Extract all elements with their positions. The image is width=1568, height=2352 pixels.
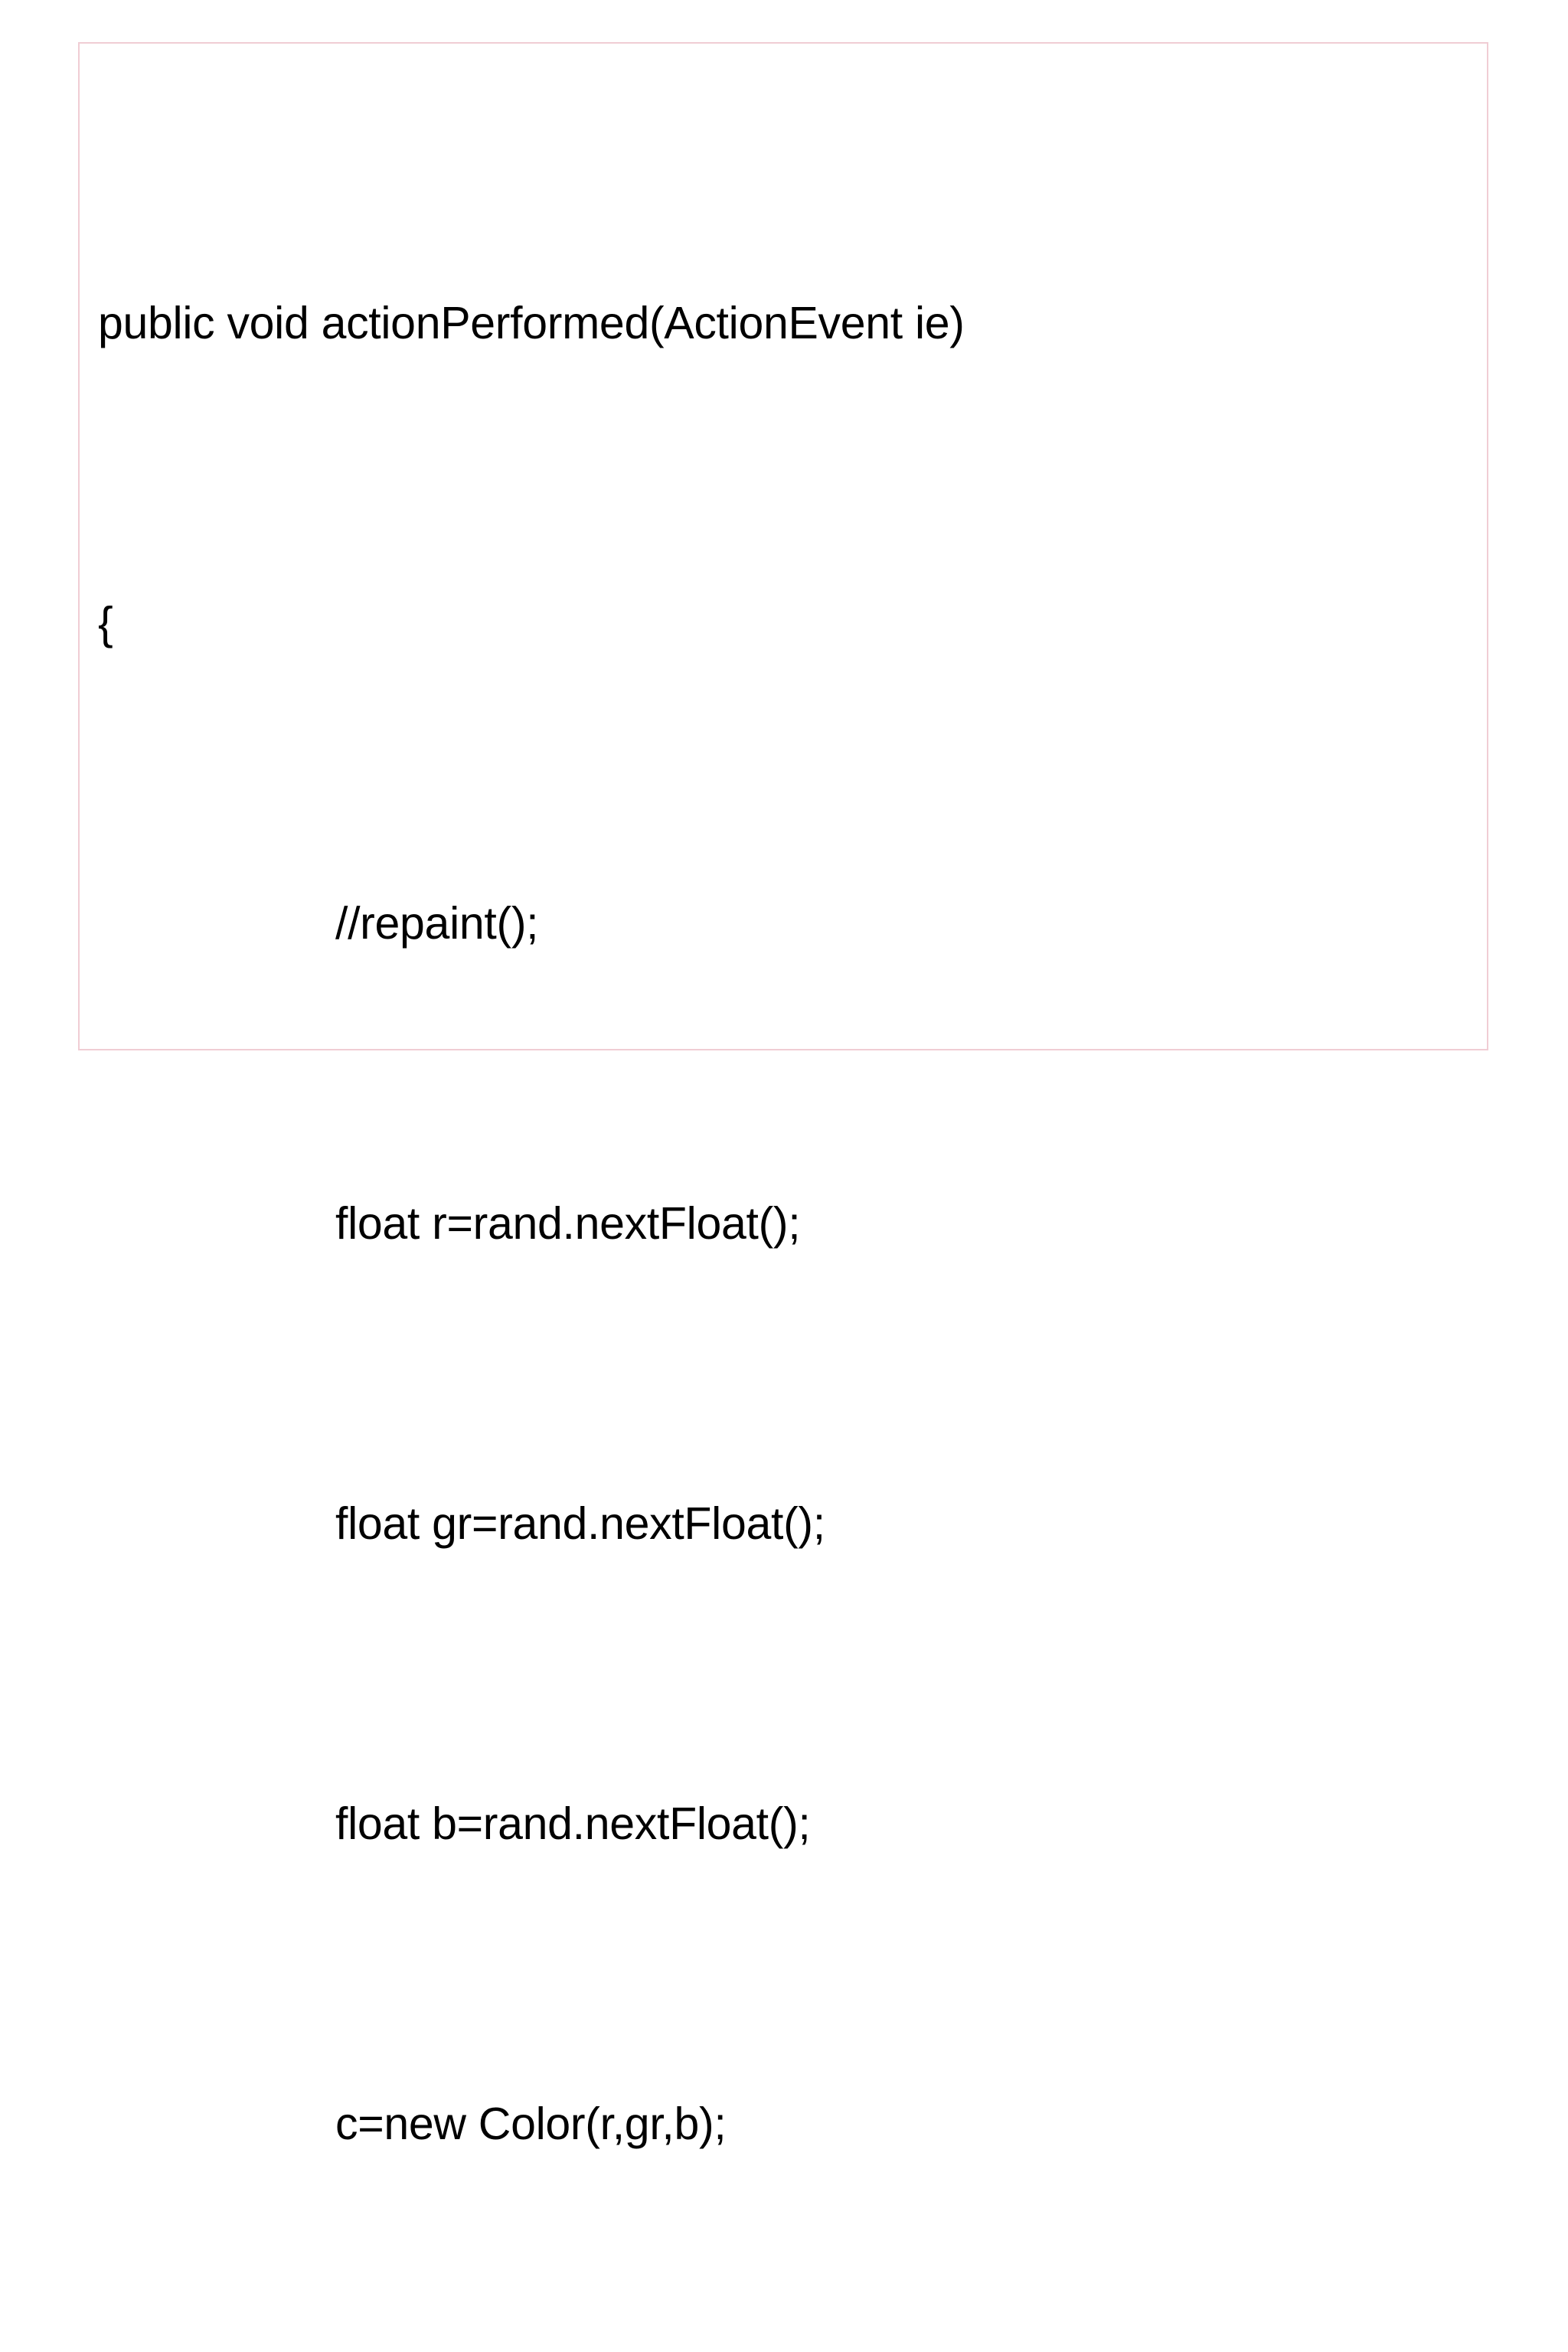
code-line-2: { [98,598,113,648]
code-line-3: //repaint(); [335,898,539,949]
code-line-5: float gr=rand.nextFloat(); [335,1498,825,1549]
code-line-7: c=new Color(r,gr,b); [335,2099,727,2149]
code-line-6: float b=rand.nextFloat(); [335,1798,811,1849]
code-listing: public void actionPerformed(ActionEvent … [98,60,1479,2352]
code-line-4: float r=rand.nextFloat(); [335,1198,801,1249]
slide-canvas: public void actionPerformed(ActionEvent … [78,42,1488,2149]
code-line-1: public void actionPerformed(ActionEvent … [98,298,965,348]
code-frame: public void actionPerformed(ActionEvent … [78,42,1488,2149]
